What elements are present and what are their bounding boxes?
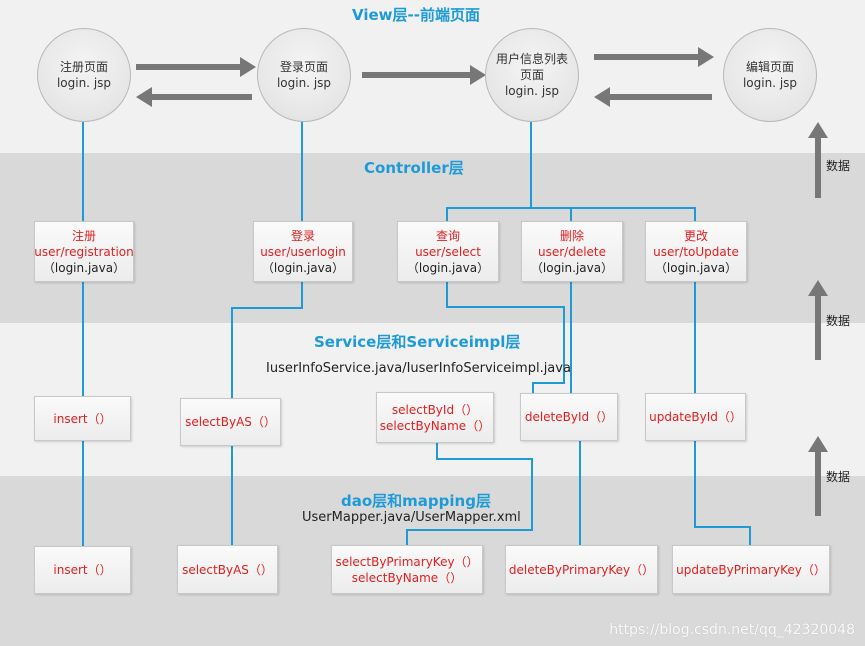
arrow-left-2-head <box>594 87 610 107</box>
controller-file: （login.java） <box>530 260 614 275</box>
data-label-2: 数据 <box>826 314 851 328</box>
controller-update: 更改 user/toUpdate （login.java） <box>645 221 747 282</box>
dao-select-by-primary-key: selectByPrimaryKey（） selectByName（） <box>331 545 483 594</box>
dao-method-2: selectByName（） <box>351 570 463 585</box>
dao-layer-title: dao层和mapping层 <box>341 492 491 510</box>
controller-path: user/userlogin <box>260 244 346 259</box>
service-insert: insert（） <box>34 396 131 441</box>
node-label-2: 页面 <box>519 68 544 82</box>
service-method: selectByAS（） <box>185 415 276 429</box>
controller-layer-title: Controller层 <box>364 159 464 177</box>
dao-method: selectByAS（） <box>182 562 273 577</box>
connector-select-controller-service <box>446 280 565 393</box>
arrow-right-3 <box>594 54 698 60</box>
arrow-right-2 <box>362 72 470 78</box>
service-layer-subtitle: IuserInfoService.java/IuserInfoServiceim… <box>266 361 571 376</box>
controller-register: 注册 user/registration （login.java） <box>34 221 134 282</box>
node-file: login. jsp <box>56 76 112 90</box>
connector-select-service-dao <box>406 441 533 545</box>
controller-file: （login.java） <box>406 260 490 275</box>
service-select-by-id: selectById（） selectByName（） <box>376 392 494 443</box>
node-file: login. jsp <box>276 76 332 90</box>
data-arrow-up-2 <box>815 296 821 360</box>
service-method: insert（） <box>53 411 112 426</box>
node-label: 编辑页面 <box>745 60 794 74</box>
service-method: updateById（） <box>649 410 742 424</box>
dao-layer-subtitle: UserMapper.java/UserMapper.xml <box>302 510 521 525</box>
data-arrow-up-2-head <box>808 280 828 296</box>
controller-login: 登录 user/userlogin （login.java） <box>253 221 353 282</box>
watermark: https://blog.csdn.net/qq_42320048 <box>609 622 855 638</box>
controller-path: user/registration <box>34 244 134 259</box>
dao-method: insert（） <box>53 563 112 577</box>
node-file: login. jsp <box>504 84 560 98</box>
service-layer-title: Service层和Serviceimpl层 <box>314 333 521 351</box>
dao-method: deleteByPrimaryKey（） <box>508 562 655 577</box>
arrow-left-2 <box>610 94 712 100</box>
controller-file: （login.java） <box>654 260 738 275</box>
node-file: login. jsp <box>742 76 798 90</box>
controller-path: user/select <box>415 244 481 259</box>
controller-select: 查询 user/select （login.java） <box>397 221 499 282</box>
view-layer-title: View层--前端页面 <box>352 6 480 24</box>
data-arrow-up-1-head <box>808 122 828 138</box>
service-select-by-as: selectByAS（） <box>180 398 281 446</box>
controller-title: 登录 <box>290 228 315 243</box>
register-page-node: 注册页面 login. jsp <box>37 28 131 122</box>
controller-title: 删除 <box>559 228 584 243</box>
dao-method: selectByPrimaryKey（） <box>335 554 479 569</box>
arrow-left-1 <box>152 94 252 100</box>
controller-title: 注册 <box>71 228 96 243</box>
dao-delete-by-primary-key: deleteByPrimaryKey（） <box>505 545 658 594</box>
connector-list-view-controller <box>446 118 572 222</box>
connector-update-service-dao <box>694 439 751 545</box>
controller-file: （login.java） <box>261 260 345 275</box>
data-arrow-up-1 <box>815 138 821 198</box>
dao-method: updateByPrimaryKey（） <box>676 562 826 577</box>
service-delete-by-id: deleteById（） <box>520 393 618 441</box>
data-arrow-up-3-head <box>808 436 828 452</box>
controller-file: （login.java） <box>42 260 126 275</box>
dao-update-by-primary-key: updateByPrimaryKey（） <box>672 545 830 594</box>
dao-insert: insert（） <box>34 546 131 594</box>
controller-title: 查询 <box>435 228 460 243</box>
node-label: 注册页面 <box>59 60 108 74</box>
edit-page-node: 编辑页面 login. jsp <box>723 28 817 122</box>
node-label: 登录页面 <box>279 60 328 74</box>
user-list-page-node: 用户信息列表 页面 login. jsp <box>485 28 579 122</box>
arrow-right-3-head <box>698 47 714 67</box>
connector-login-controller-service <box>231 280 303 399</box>
arrow-right-1 <box>136 64 240 70</box>
service-method: selectById（） <box>391 402 479 417</box>
controller-title: 更改 <box>683 228 708 243</box>
data-label-3: 数据 <box>826 470 851 484</box>
controller-delete: 删除 user/delete （login.java） <box>521 221 623 282</box>
controller-path: user/delete <box>537 244 607 259</box>
arrow-left-1-head <box>136 87 152 107</box>
service-method: deleteById（） <box>524 410 614 424</box>
service-method-2: selectByName（） <box>379 418 491 433</box>
data-label-1: 数据 <box>826 159 851 173</box>
dao-select-by-as: selectByAS（） <box>177 545 278 594</box>
arrow-right-1-head <box>240 57 256 77</box>
arrow-right-2-head <box>470 65 486 85</box>
login-page-node: 登录页面 login. jsp <box>257 28 351 122</box>
service-update-by-id: updateById（） <box>645 393 746 441</box>
data-arrow-up-3 <box>815 452 821 516</box>
controller-path: user/toUpdate <box>653 244 739 259</box>
connector-list-edit-branch <box>531 207 696 222</box>
node-label: 用户信息列表 <box>495 52 568 66</box>
